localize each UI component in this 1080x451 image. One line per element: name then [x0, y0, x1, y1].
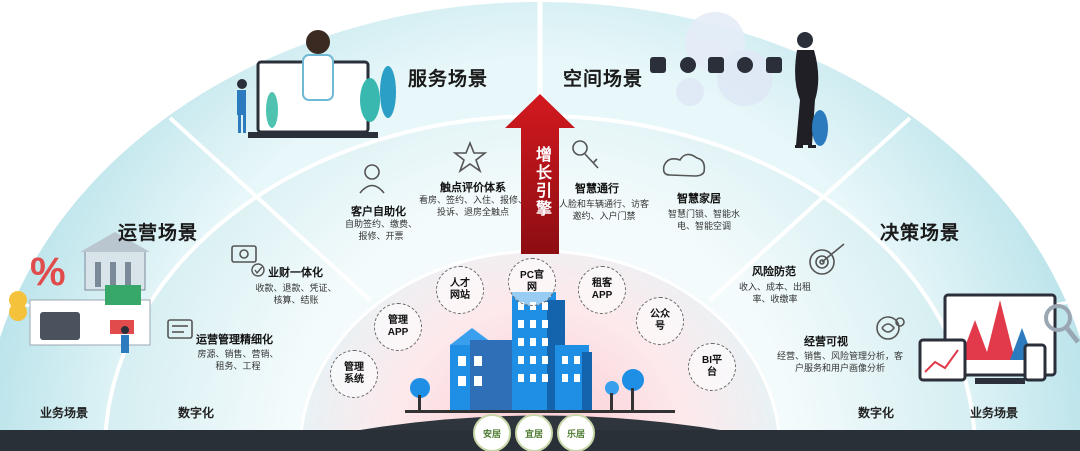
bubble-tenant-app: 租客APP: [578, 266, 626, 314]
smart-home-title: 智慧家居: [677, 193, 721, 205]
touchpoint-title: 触点评价体系: [440, 182, 506, 194]
smart-home-desc: 智慧门锁、智能水电、智能空调: [667, 209, 740, 231]
visual-desc: 经营、销售、风险管理分析，客户服务和用户画像分析: [776, 351, 903, 373]
sector-title-service: 服务场景: [408, 69, 489, 90]
seal-yiju: 宜居: [515, 414, 553, 451]
ring-label-left-inner: 数字化: [178, 406, 215, 420]
self-service-desc: 自助签约、缴费、报修、开票: [344, 219, 417, 241]
growth-arrow: [505, 94, 575, 254]
self-service-title: 客户自助化: [351, 206, 406, 218]
bubble-mgmt-system: 管理系统: [330, 350, 378, 398]
bubble-bi: BI平台: [688, 343, 736, 391]
sector-title-space: 空间场景: [563, 69, 644, 90]
risk-title: 风险防范: [752, 266, 796, 278]
key-icon: [572, 140, 599, 169]
smart-access-desc: 人脸和车辆通行、访客邀约、入户门禁: [558, 199, 649, 221]
growth-engine-label: 增长引擎: [533, 146, 550, 218]
bubble-talent-site: 人才网站: [436, 266, 484, 314]
ring-label-left-outer: 业务场景: [40, 406, 89, 420]
touchpoint-desc: 看房、签约、入住、报修、投诉、退房全触点: [418, 195, 527, 217]
risk-desc: 收入、成本、出租率、收缴率: [738, 282, 811, 304]
ring-label-right-outer: 业务场景: [970, 406, 1019, 420]
sector-title-decision: 决策场景: [880, 223, 961, 244]
brain-icon: [876, 316, 905, 340]
check-icon: [251, 263, 265, 277]
seal-anju: 安居: [473, 414, 511, 451]
star-icon: [452, 140, 488, 174]
target-icon: [809, 243, 845, 275]
finance-desc: 收款、退款、凭证、核算、结账: [255, 283, 337, 305]
city-illustration: [405, 292, 675, 413]
sector-title-operation: 运营场景: [118, 223, 199, 244]
service-illustration: [237, 30, 396, 138]
smart-access-title: 智慧通行: [575, 183, 619, 195]
bubble-official-account: 公众号: [636, 297, 684, 345]
person-icon: [359, 164, 385, 194]
seal-leju: 乐居: [557, 414, 595, 451]
bubble-mgmt-app: 管理APP: [374, 303, 422, 351]
finance-illustration: %: [9, 232, 151, 353]
money-icon: [231, 245, 257, 263]
svg-text:%: %: [30, 250, 66, 294]
cloud-icon: [662, 153, 706, 177]
visual-title: 经营可视: [804, 336, 848, 348]
ops-refine-desc: 房源、销售、营销、租务、工程: [197, 349, 279, 371]
space-illustration: [650, 12, 828, 148]
dashboard-illustration: [918, 293, 1080, 384]
ops-refine-title: 运营管理精细化: [196, 334, 273, 346]
ring-label-right-inner: 数字化: [858, 406, 895, 420]
bubble-pc-site: PC官网: [508, 258, 556, 306]
card-icon: [167, 319, 193, 339]
finance-title: 业财一体化: [268, 267, 323, 279]
